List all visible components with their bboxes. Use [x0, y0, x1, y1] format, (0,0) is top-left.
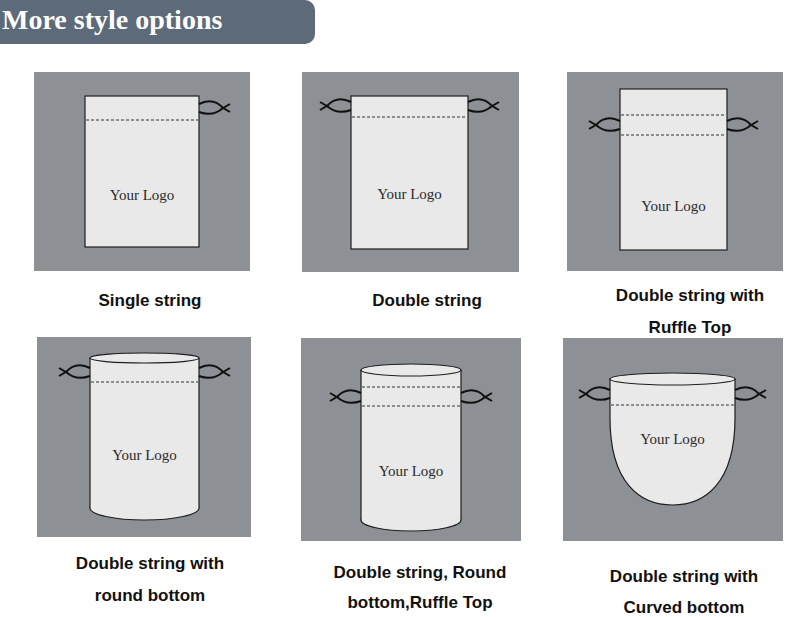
bag-outline: Your Logo — [620, 89, 727, 250]
drawstring-channel — [352, 117, 467, 118]
logo-text: Your Logo — [112, 447, 177, 464]
bag-drawing — [361, 364, 461, 531]
style-panel: Double string with round bottomYour Logo — [37, 337, 251, 537]
style-caption: Double string, Round bottom,Ruffle Top — [313, 558, 528, 617]
bag-drawing — [90, 353, 199, 520]
style-caption: Double string with Curved bottom — [584, 561, 784, 617]
drawstring-channel — [611, 405, 734, 406]
drawstring — [735, 387, 766, 400]
bag-outline: Your Logo — [90, 353, 199, 520]
bag-body — [85, 96, 199, 247]
bag-drawing — [85, 96, 199, 247]
style-panel: Single stringYour Logo — [34, 72, 250, 271]
style-caption: Single string — [40, 290, 260, 312]
style-panel: Double stringYour Logo — [302, 72, 519, 272]
drawstring — [330, 390, 361, 403]
style-panel: Double string, Round bottom,Ruffle TopYo… — [301, 338, 521, 541]
drawstring — [468, 99, 499, 112]
drawstring-channel — [362, 387, 460, 388]
drawstring — [320, 99, 351, 112]
style-caption: Double string with Ruffle Top — [590, 280, 790, 344]
drawstring-channel — [621, 115, 726, 116]
style-panel: Double string with Ruffle TopYour Logo — [567, 72, 783, 271]
drawstring — [199, 365, 230, 378]
drawstring-channel — [621, 135, 726, 136]
bag-side — [361, 370, 461, 520]
logo-text: Your Logo — [641, 198, 706, 215]
logo-text: Your Logo — [379, 463, 444, 480]
bag-body — [351, 96, 468, 249]
drawstring — [199, 101, 230, 114]
bag-body — [610, 379, 735, 505]
bag-outline: Your Logo — [351, 96, 468, 249]
style-panel: Double string with Curved bottomYour Log… — [563, 338, 783, 541]
bag-outline: Your Logo — [85, 96, 199, 247]
bag-body — [361, 370, 461, 520]
bag-drawing — [351, 96, 468, 249]
bag-body — [90, 358, 199, 508]
bag-top — [610, 373, 735, 385]
drawstring — [59, 365, 90, 378]
style-caption: Double string — [317, 290, 537, 312]
bag-outline: Your Logo — [361, 364, 461, 531]
drawstring-channel — [91, 382, 198, 383]
drawstring — [461, 390, 492, 403]
drawstring — [727, 118, 758, 131]
logo-text: Your Logo — [640, 431, 705, 448]
title-text: More style options — [2, 4, 222, 36]
logo-text: Your Logo — [110, 187, 175, 204]
style-caption: Double string with round bottom — [50, 548, 250, 612]
drawstring-channel — [86, 120, 198, 121]
bag-side — [90, 358, 199, 508]
bag-body — [620, 89, 727, 250]
bag-outline: Your Logo — [610, 373, 735, 505]
drawstring — [579, 387, 610, 400]
drawstring-channel — [362, 406, 460, 407]
bag-top — [90, 353, 199, 363]
bag-top — [361, 364, 461, 376]
bag-drawing — [620, 89, 727, 250]
drawstring — [589, 118, 620, 131]
logo-text: Your Logo — [377, 186, 442, 203]
